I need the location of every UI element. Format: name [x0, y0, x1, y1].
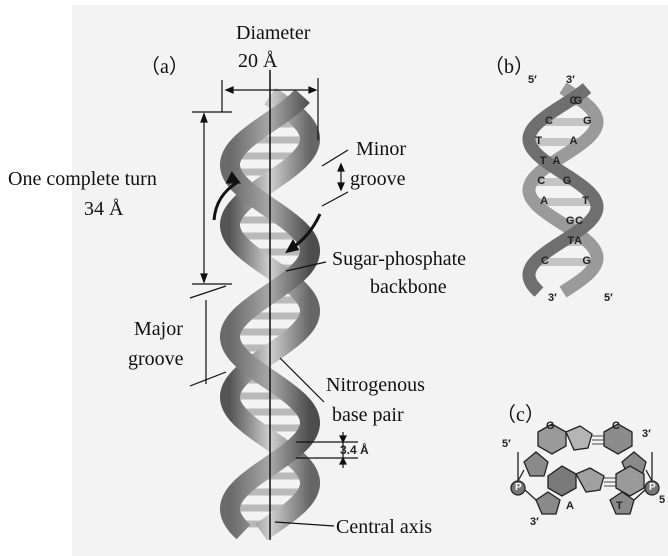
- base-letter: T: [582, 195, 589, 207]
- base-letter: A: [574, 235, 582, 247]
- base-letter: C: [537, 175, 545, 187]
- diameter-label: Diameter: [236, 22, 310, 44]
- turn-value: 34 Å: [84, 198, 123, 220]
- base-pair-label-2: base pair: [332, 404, 404, 426]
- minor-groove-marks: [322, 150, 348, 206]
- base-letter: G: [566, 215, 575, 227]
- turn-label: One complete turn: [8, 168, 157, 190]
- panel-label-b: （b）: [484, 50, 534, 79]
- b-3prime-bottom: 3′: [548, 292, 557, 304]
- base-letter: G: [563, 175, 572, 187]
- c-base-c: C: [612, 420, 620, 432]
- minor-groove-label-2: groove: [350, 168, 406, 190]
- backbone-label-2: backbone: [370, 276, 447, 298]
- rise-label: 3.4 Å: [340, 443, 369, 457]
- central-axis-label: Central axis: [336, 516, 432, 538]
- base-letter: G: [583, 115, 592, 127]
- base-letter: A: [540, 195, 548, 207]
- b-5prime-bottom: 5′: [604, 292, 613, 304]
- base-letter: T: [540, 155, 547, 167]
- base-pair-structure: [511, 424, 659, 514]
- c-base-g: G: [546, 420, 555, 432]
- b-3prime-top: 3′: [566, 74, 575, 86]
- base-letter: A: [552, 155, 560, 167]
- base-letter: C: [545, 115, 553, 127]
- panel-label-a: （a）: [140, 50, 189, 79]
- turn-dimension: [192, 112, 232, 284]
- backbone-label: Sugar-phosphate: [332, 248, 466, 270]
- c-base-a: A: [566, 500, 574, 512]
- major-groove-label-2: groove: [128, 348, 184, 370]
- minor-groove-label: Minor: [356, 138, 406, 160]
- base-letter: T: [535, 135, 542, 147]
- diameter-value: 20 Å: [238, 50, 277, 72]
- base-letter: C: [541, 255, 549, 267]
- base-letter: G: [582, 255, 591, 267]
- base-letter: A: [569, 135, 577, 147]
- major-groove-label: Major: [134, 318, 183, 340]
- base-letter: C: [569, 95, 577, 107]
- c-3prime-right: 3′: [642, 428, 651, 440]
- c-3prime-left: 3′: [530, 516, 539, 528]
- b-5prime-top: 5′: [528, 74, 537, 86]
- panel-label-c: （c）: [496, 398, 545, 427]
- c-phosphate-left: P: [515, 482, 522, 493]
- c-phosphate-right: P: [649, 482, 656, 493]
- base-letter: C: [575, 215, 583, 227]
- base-pair-label: Nitrogenous: [326, 374, 425, 396]
- c-base-t: T: [616, 500, 623, 512]
- c-5prime-right: 5: [659, 494, 665, 506]
- c-5prime-left: 5′: [502, 438, 511, 450]
